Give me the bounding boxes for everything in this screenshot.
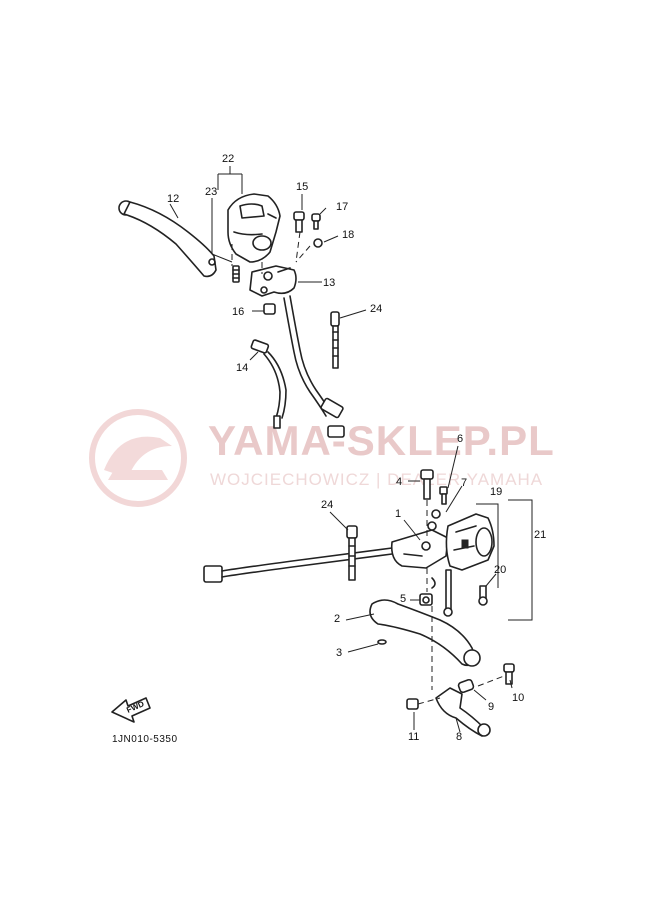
- part-14-cable: [250, 339, 287, 429]
- diagram-code: 1JN010-5350: [112, 734, 178, 745]
- callout-12: 12: [167, 193, 179, 205]
- part-5-nut: [419, 593, 433, 606]
- part-8-lever: [435, 687, 491, 737]
- callout-19: 19: [490, 486, 502, 498]
- part-10-bolt: [503, 663, 515, 685]
- callout-14: 14: [236, 362, 248, 374]
- watermark-logo-icon: [89, 409, 187, 507]
- callout-24-upper: 24: [370, 303, 382, 315]
- part-17-screw: [311, 213, 321, 230]
- part-13-switch: [249, 265, 297, 297]
- callout-23: 23: [205, 186, 217, 198]
- part-4-bolt: [420, 469, 434, 500]
- part-20-screw: [478, 585, 488, 606]
- callout-15: 15: [296, 181, 308, 193]
- callout-2: 2: [334, 613, 340, 625]
- callout-9: 9: [488, 701, 494, 713]
- part-9-bushing: [457, 678, 475, 694]
- part-24-strap-upper: [330, 311, 340, 369]
- callout-1: 1: [395, 508, 401, 520]
- harness-upper: [283, 295, 345, 438]
- callout-6: 6: [457, 433, 463, 445]
- part-23-screw: [232, 265, 240, 283]
- callout-24-lower: 24: [321, 499, 333, 511]
- part-11-nut: [406, 698, 419, 710]
- leader-lines: [169, 166, 533, 733]
- part-1-bracket: [390, 529, 449, 569]
- callout-11: 11: [408, 731, 419, 743]
- callout-10: 10: [512, 692, 524, 704]
- callout-13: 13: [323, 277, 335, 289]
- callouts: 22 23 12 15 17 18 13 16 24 14 6 4 7 19 2…: [167, 153, 546, 743]
- part-18-nut: [313, 238, 323, 248]
- callout-5: 5: [400, 593, 406, 605]
- callout-20: 20: [494, 564, 506, 576]
- callout-22: 22: [222, 153, 234, 165]
- callout-3: 3: [336, 647, 342, 659]
- watermark-subtitle: WOJCIECHOWICZ | DEALER YAMAHA: [210, 470, 543, 489]
- upper-assembly: [118, 193, 345, 438]
- callout-18: 18: [342, 229, 354, 241]
- part-6-screw: [439, 486, 448, 505]
- part-2-lever: [369, 599, 481, 667]
- callout-4: 4: [396, 476, 402, 488]
- part-7-washer: [427, 509, 441, 531]
- harness-lower: [203, 547, 393, 583]
- part-19-long-screw: [443, 569, 453, 617]
- watermark: YAMA-SKLEP.PL WOJCIECHOWICZ | DEALER YAM…: [89, 409, 555, 507]
- callout-17: 17: [336, 201, 348, 213]
- callout-21: 21: [534, 529, 546, 541]
- fwd-arrow-icon: FWD: [111, 697, 151, 723]
- callout-7: 7: [461, 477, 467, 489]
- part-16-nut: [263, 303, 276, 315]
- lower-assembly: [203, 469, 515, 737]
- watermark-title: YAMA-SKLEP.PL: [208, 417, 555, 464]
- callout-8: 8: [456, 731, 462, 743]
- part-19-switch: [445, 513, 495, 571]
- part-24-strap-lower: [346, 525, 358, 581]
- callout-16: 16: [232, 306, 244, 318]
- part-3-pin: [377, 639, 387, 645]
- part-15-screw: [293, 211, 305, 233]
- part-22-switch-housing: [227, 193, 281, 263]
- part-12-lever: [118, 200, 217, 278]
